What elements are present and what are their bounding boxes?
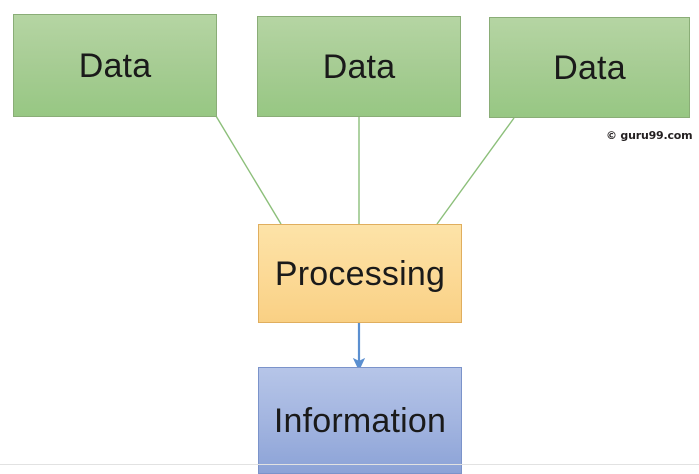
node-data-3[interactable]: Data xyxy=(489,17,690,118)
node-data-1[interactable]: Data xyxy=(13,14,217,117)
node-processing[interactable]: Processing xyxy=(258,224,462,323)
connector-data1-to-processing xyxy=(215,115,282,225)
bottom-divider xyxy=(0,464,699,465)
node-information[interactable]: Information xyxy=(258,367,462,474)
node-data-2[interactable]: Data xyxy=(257,16,461,117)
connector-data3-to-processing xyxy=(436,117,515,225)
watermark-guru99: © guru99.com xyxy=(606,129,693,142)
